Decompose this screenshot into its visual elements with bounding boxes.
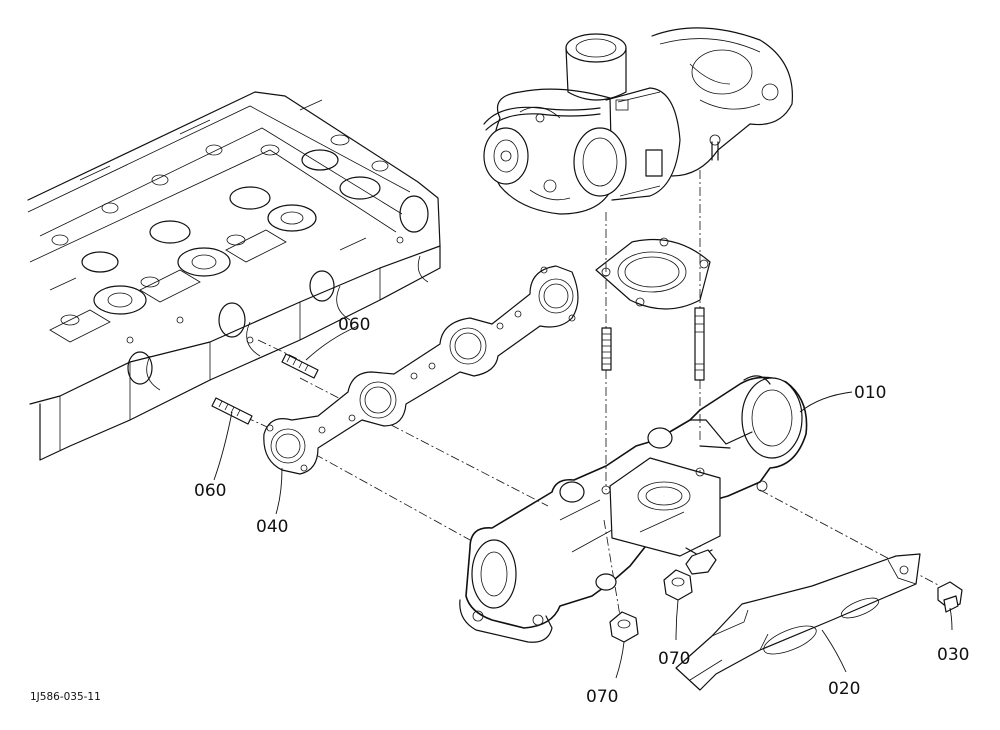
callout-030: 030 (937, 645, 969, 665)
callout-060-lower: 060 (194, 481, 226, 501)
nut-right (663, 569, 693, 601)
manifold-gasket (263, 265, 579, 475)
callout-040: 040 (256, 517, 288, 537)
callout-070-left: 070 (586, 687, 618, 707)
callout-010: 010 (854, 383, 886, 403)
callout-060-upper: 060 (338, 315, 370, 335)
turbo-flange-gasket (595, 237, 711, 310)
heat-shield (675, 553, 921, 691)
turbocharger (483, 27, 793, 215)
flange-bolt (937, 581, 963, 613)
assembly-lines (229, 170, 941, 617)
nut-left (609, 611, 639, 643)
callout-070-right: 070 (658, 649, 690, 669)
exhaust-manifold (459, 375, 808, 643)
stud-upper (281, 353, 319, 379)
stud-lower (211, 397, 253, 425)
turbo-studs (601, 307, 705, 381)
cylinder-head (27, 91, 441, 461)
callout-020: 020 (828, 679, 860, 699)
callout-labels: 010 060 060 040 070 070 020 030 (194, 315, 969, 707)
leader-lines (213, 325, 953, 679)
drawing-number: 1J586-035-11 (30, 691, 101, 703)
